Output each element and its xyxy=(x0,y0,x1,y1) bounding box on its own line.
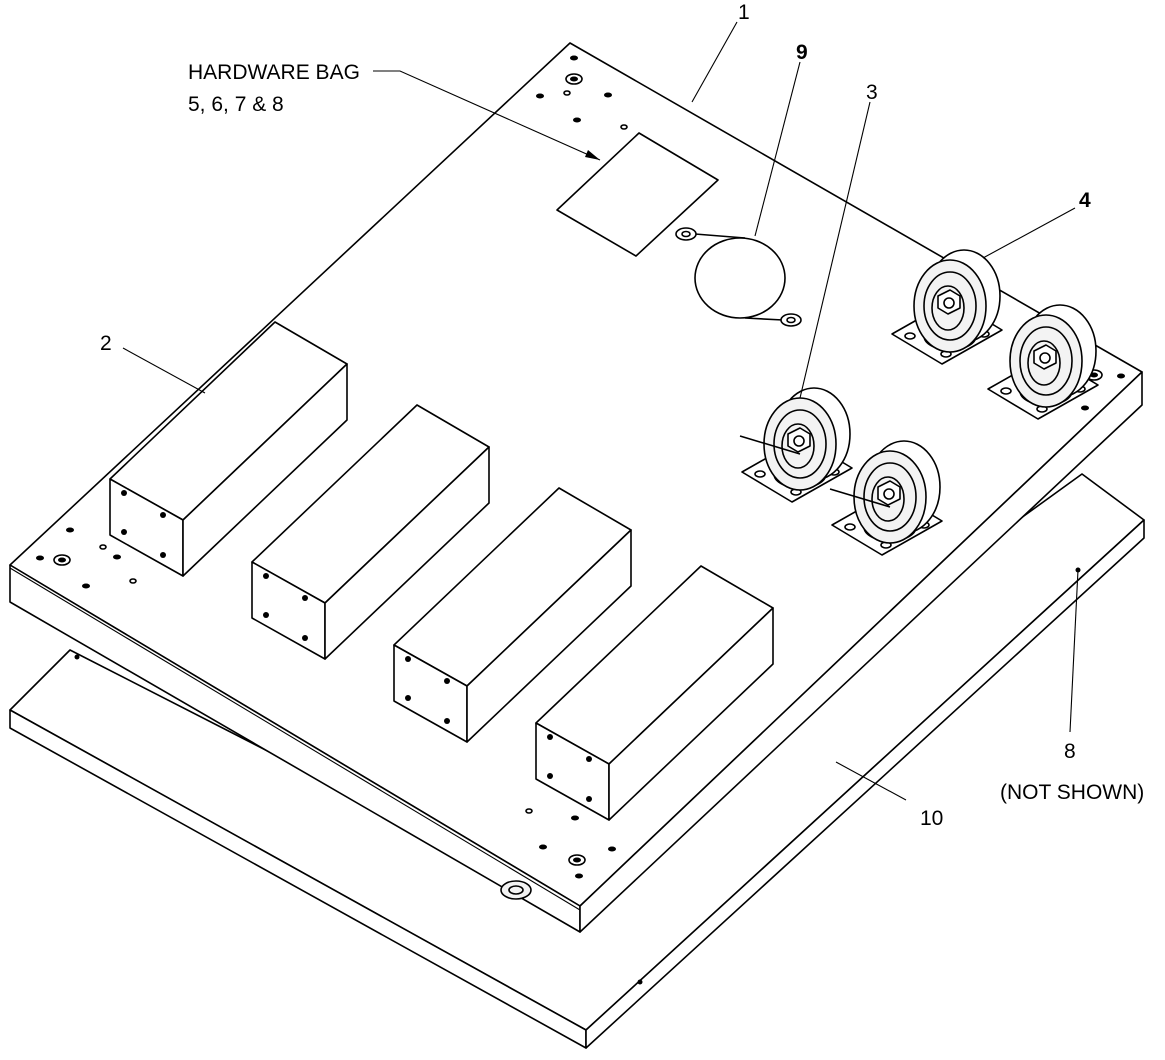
hardware-bag-items-label: 5, 6, 7 & 8 xyxy=(188,93,284,116)
callout-3: 3 xyxy=(866,81,878,104)
callout-1: 1 xyxy=(738,1,750,24)
hardware-bag-label: HARDWARE BAG xyxy=(188,61,360,84)
hardware-bag xyxy=(556,132,719,257)
callout-4: 4 xyxy=(1079,189,1091,212)
block-2 xyxy=(251,404,490,660)
callout-2: 2 xyxy=(100,332,112,355)
base-plate xyxy=(9,42,1143,933)
caster-front-1 xyxy=(739,387,853,503)
callout-8-note: (NOT SHOWN) xyxy=(1000,781,1145,804)
block-4 xyxy=(535,565,774,821)
ground-cable xyxy=(675,227,802,327)
callout-9: 9 xyxy=(796,41,808,64)
leader-lines xyxy=(122,21,1079,801)
caster-front-2 xyxy=(829,440,943,556)
callout-8: 8 xyxy=(1064,740,1076,763)
callout-10: 10 xyxy=(920,807,944,830)
block-3 xyxy=(393,487,632,743)
block-1 xyxy=(109,321,348,577)
